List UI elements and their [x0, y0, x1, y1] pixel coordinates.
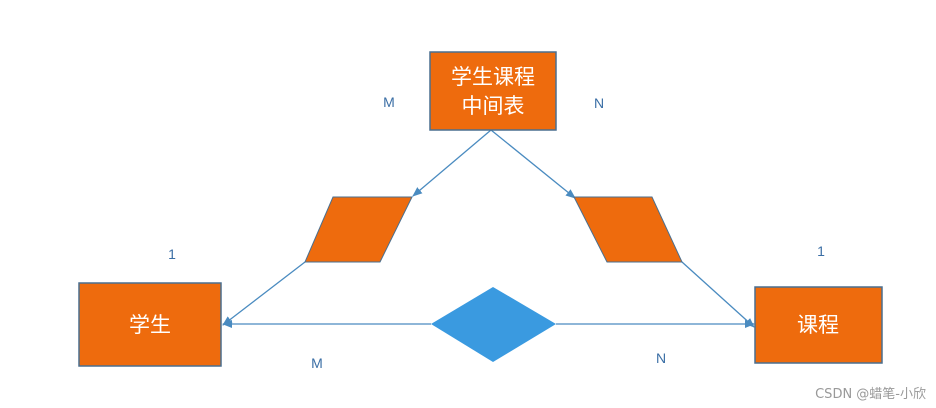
student-entity-label: 学生: [129, 313, 171, 337]
course-entity-box[interactable]: [754, 286, 883, 364]
connector-middle-to-left-rhombus: [412, 129, 492, 197]
right-relationship-rhombus[interactable]: [573, 196, 683, 263]
middle-entity-label-line2: 中间表: [462, 94, 525, 118]
middle-entity-label-line1: 学生课程: [451, 65, 535, 89]
connector-right-rhombus-to-course: [681, 261, 755, 328]
cardinality-top-left: M: [383, 94, 395, 110]
relationship-diamond[interactable]: [431, 287, 556, 362]
watermark: CSDN @蜡笔-小欣: [815, 386, 926, 402]
left-relationship-rhombus[interactable]: [304, 196, 413, 263]
course-entity-label: 课程: [797, 313, 839, 337]
cardinality-left-one: 1: [168, 246, 176, 262]
middle-entity-box[interactable]: [429, 51, 557, 131]
student-entity-box[interactable]: [78, 282, 222, 367]
cardinality-right-one: 1: [817, 243, 825, 259]
connector-left-rhombus-to-student: [222, 261, 306, 326]
connector-middle-to-right-rhombus: [490, 129, 576, 199]
cardinality-bottom-left: M: [311, 355, 323, 371]
cardinality-top-right: N: [594, 95, 604, 111]
cardinality-bottom-right: N: [656, 350, 666, 366]
